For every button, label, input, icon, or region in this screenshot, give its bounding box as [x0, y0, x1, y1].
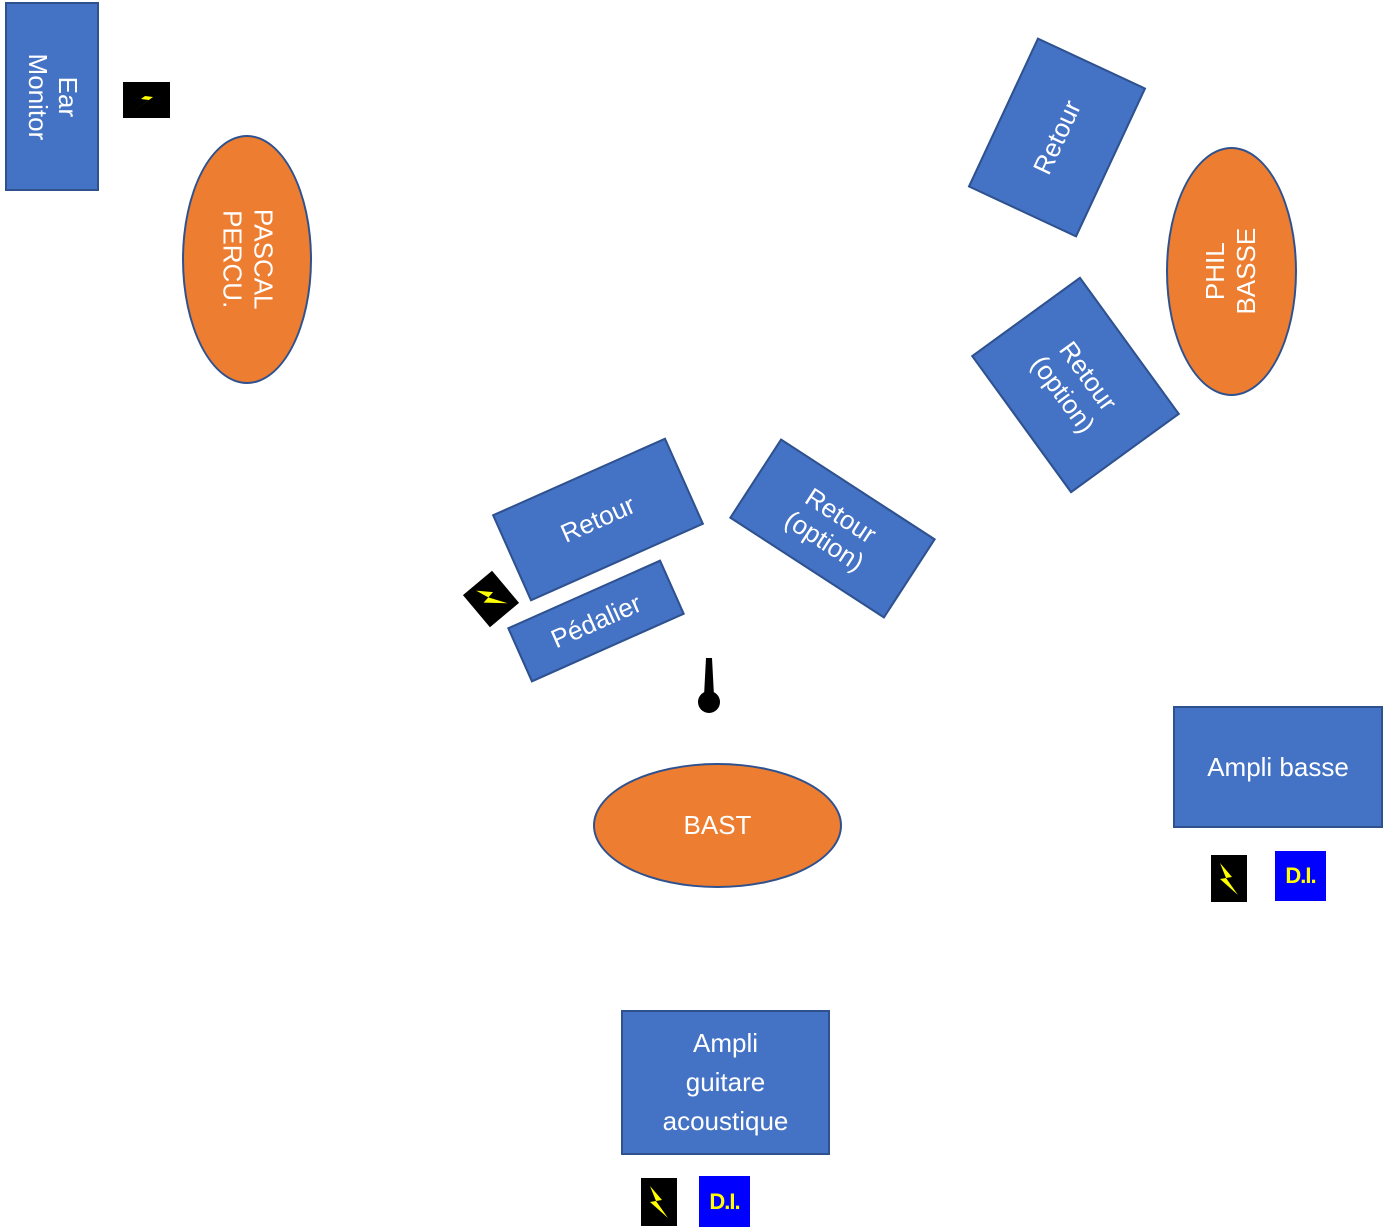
ear-monitor-label: Ear Monitor — [22, 53, 83, 140]
musician-pascal: PASCAL PERCU. — [182, 135, 312, 384]
ear-monitor-box: Ear Monitor — [5, 2, 99, 191]
power-outlet-icon — [462, 570, 520, 628]
microphone-icon — [696, 656, 722, 716]
ampli-guitare-label: Ampli guitare acoustique — [662, 1028, 789, 1136]
retour-bast-option-box: Retour (option) — [729, 438, 936, 619]
musician-bast-label: BAST — [683, 809, 752, 840]
power-outlet-icon — [123, 82, 170, 118]
retour-bast-box: Retour — [491, 437, 705, 602]
retour-phil-option-label: Retour (option) — [1025, 335, 1124, 439]
di-box: D.I. — [1275, 851, 1326, 901]
retour-phil-box: Retour — [967, 37, 1147, 238]
ampli-basse-label: Ampli basse — [1207, 751, 1349, 782]
ampli-guitare-box: Ampli guitare acoustique — [621, 1010, 830, 1155]
musician-bast: BAST — [593, 763, 842, 888]
di-label: D.I. — [709, 1188, 740, 1214]
pedalier-label: Pédalier — [546, 587, 646, 654]
di-label: D.I. — [1285, 863, 1316, 888]
musician-pascal-label: PASCAL PERCU. — [217, 209, 279, 310]
power-outlet-icon — [641, 1178, 677, 1226]
ampli-basse-box: Ampli basse — [1173, 706, 1383, 828]
musician-phil: PHIL BASSE — [1166, 147, 1297, 396]
retour-phil-label: Retour — [1026, 95, 1087, 180]
di-box: D.I. — [699, 1176, 750, 1227]
musician-phil-label: PHIL BASSE — [1200, 228, 1262, 315]
retour-bast-label: Retour — [556, 489, 640, 549]
power-outlet-icon — [1211, 855, 1247, 902]
retour-phil-option-box: Retour (option) — [970, 276, 1181, 494]
retour-bast-option-label: Retour (option) — [779, 481, 883, 577]
